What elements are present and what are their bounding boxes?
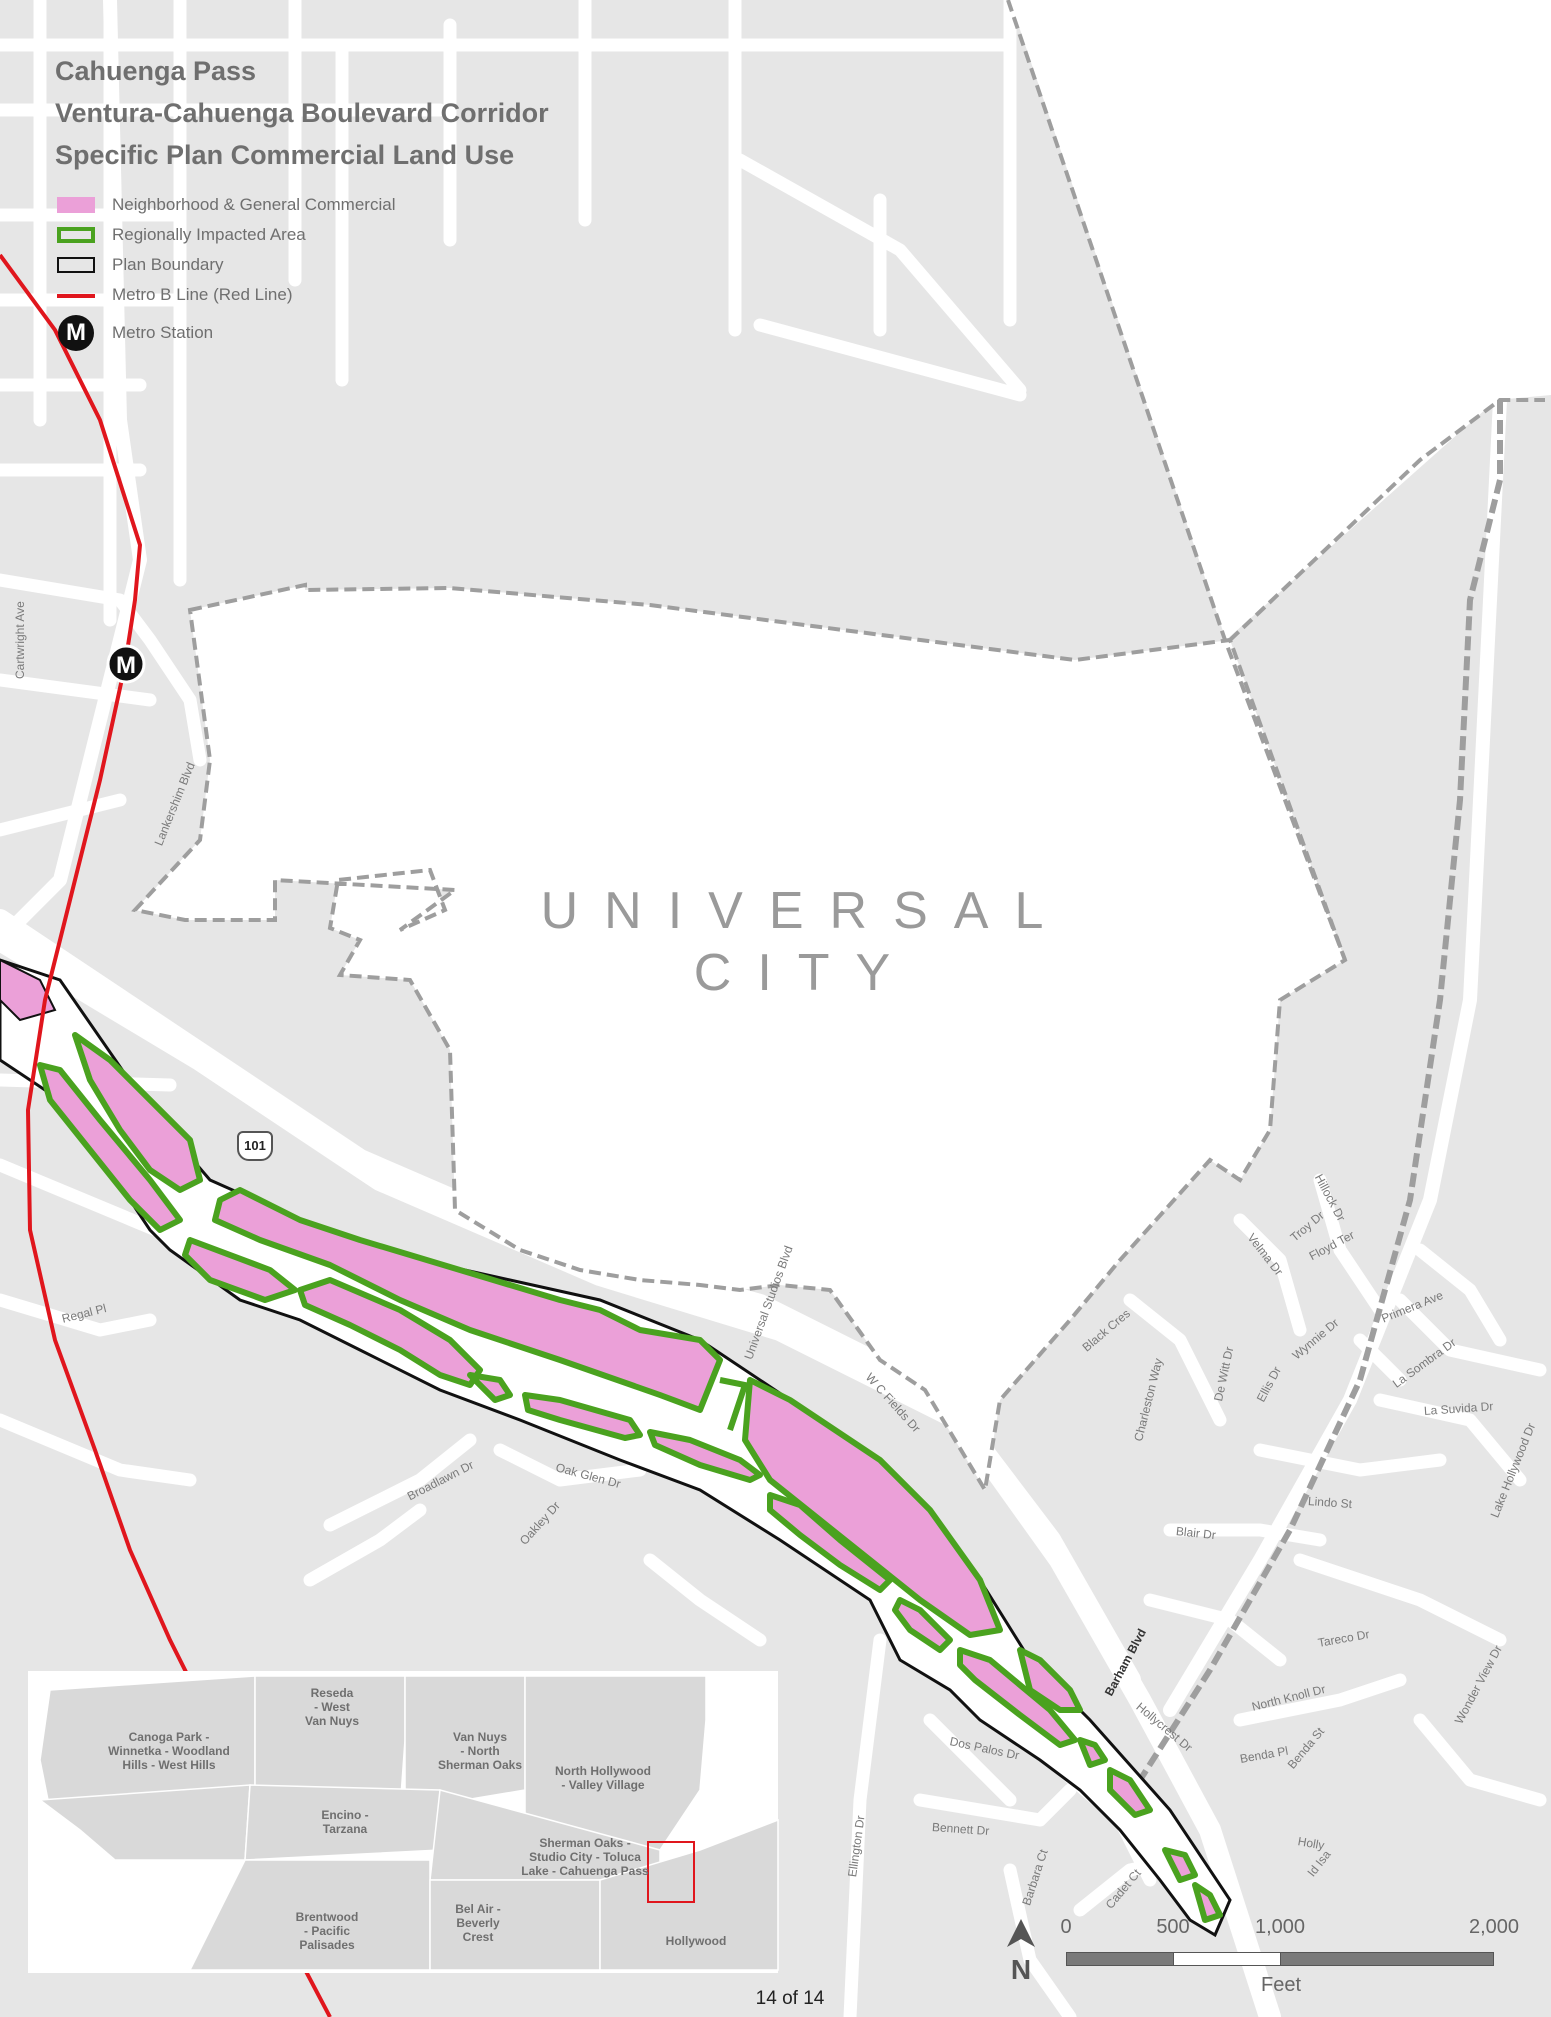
north-arrow: N <box>1003 1917 1039 1984</box>
outside-area <box>1010 0 1551 640</box>
map-title-line2: Ventura-Cahuenga Boulevard Corridor <box>55 98 549 128</box>
commercial-parcel <box>212 1187 723 1413</box>
inset-label: Reseda - West Van Nuys <box>290 1686 374 1728</box>
plan-boundary <box>0 958 1232 1938</box>
inset-label-text: North Hollywood - Valley Village <box>555 1764 651 1792</box>
inset-label: Canoga Park - Winnetka - Woodland Hills … <box>94 1730 244 1772</box>
inset-map <box>37 1675 779 1971</box>
pink-fill-swatch <box>57 197 95 213</box>
commercial-parcel <box>297 1277 483 1388</box>
place-label-line2: CITY <box>693 944 917 1002</box>
commercial-parcel <box>182 1237 298 1303</box>
plan-corridor <box>0 958 1232 1938</box>
scale-unit: Feet <box>1261 1974 1302 1996</box>
scale-tick: 1,000 <box>1254 1916 1306 1938</box>
inset-label-text: Reseda - West Van Nuys <box>304 1686 360 1728</box>
scale-tick: 500 <box>1156 1916 1190 1938</box>
commercial-parcel <box>1162 1847 1198 1883</box>
highway-shield-icon: 101 <box>237 1131 273 1161</box>
commercial-parcel <box>1192 1882 1223 1923</box>
map-title: Cahuenga Pass Ventura-Cahuenga Boulevard… <box>55 50 549 176</box>
inset-label-text: Van Nuys - North Sherman Oaks <box>437 1730 523 1772</box>
page-number: 14 of 14 <box>755 1988 825 2009</box>
inset-label-text: Sherman Oaks - Studio City - Toluca Lake… <box>521 1836 649 1878</box>
legend-label: Metro B Line (Red Line) <box>112 285 293 304</box>
inset-label-text: Bel Air - Beverly Crest <box>455 1902 501 1944</box>
inset-label-text: Hollywood <box>665 1934 727 1948</box>
commercial-parcel <box>0 958 57 1022</box>
place-label-universal-city: UNIVERSAL CITY <box>535 880 1075 1004</box>
metro-station-glyph: M <box>116 652 136 679</box>
north-label: N <box>1010 1954 1032 1985</box>
inset-label: Brentwood - Pacific Palisades <box>282 1910 372 1952</box>
scale-tick: 0 <box>1060 1916 1072 1938</box>
scale-segment <box>1173 1952 1281 1966</box>
street-label: Cartwright Ave <box>13 601 27 679</box>
inset-label-text: Encino - Tarzana <box>321 1808 369 1836</box>
commercial-parcel <box>467 1372 513 1403</box>
inset-label: North Hollywood - Valley Village <box>548 1764 658 1792</box>
commercial-parcel <box>767 1492 893 1593</box>
commercial-parcel <box>647 1429 763 1483</box>
inset-label: Van Nuys - North Sherman Oaks <box>430 1730 530 1772</box>
commercial-parcel <box>37 1062 183 1233</box>
inset-label-text: Canoga Park - Winnetka - Woodland Hills … <box>108 1730 230 1772</box>
inset-label: Bel Air - Beverly Crest <box>438 1902 518 1944</box>
commercial-parcel <box>72 1032 203 1193</box>
red-line-swatch <box>57 294 95 298</box>
city-limit-line <box>1006 0 1545 961</box>
inset-label: Encino - Tarzana <box>300 1808 390 1836</box>
legend-label: Regionally Impacted Area <box>112 225 306 244</box>
inset-label: Sherman Oaks - Studio City - Toluca Lake… <box>510 1836 660 1878</box>
metro-station-marker <box>106 644 146 684</box>
scale-segment <box>1280 1952 1494 1966</box>
north-arrow-icon <box>1007 1919 1035 1947</box>
commercial-parcel <box>957 1647 1078 1748</box>
inset-label-text: Brentwood - Pacific Palisades <box>295 1910 359 1952</box>
map-title-line1: Cahuenga Pass <box>55 56 257 86</box>
legend-label: Metro Station <box>112 323 214 342</box>
commercial-parcel <box>1107 1767 1153 1818</box>
map-title-line3: Specific Plan Commercial Land Use <box>55 140 515 170</box>
scale-segment <box>1066 1952 1174 1966</box>
commercial-parcel <box>522 1392 643 1441</box>
legend-label: Plan Boundary <box>112 255 224 274</box>
inset-highlight-box <box>647 1841 695 1903</box>
commercial-parcel <box>1077 1737 1108 1768</box>
place-label-line1: UNIVERSAL <box>540 882 1070 940</box>
scale-tick: 2,000 <box>1468 1916 1520 1938</box>
commercial-parcel <box>742 1377 1003 1638</box>
green-outline-swatch <box>57 227 95 243</box>
legend-label: Neighborhood & General Commercial <box>112 195 396 214</box>
commercial-parcel <box>892 1597 953 1653</box>
black-outline-swatch <box>57 257 95 273</box>
metro-station-icon: M <box>58 315 94 351</box>
street-label: Lindo St <box>1307 1494 1353 1512</box>
inset-label: Hollywood <box>656 1934 736 1948</box>
city-limit-line-east <box>1137 400 1503 1782</box>
